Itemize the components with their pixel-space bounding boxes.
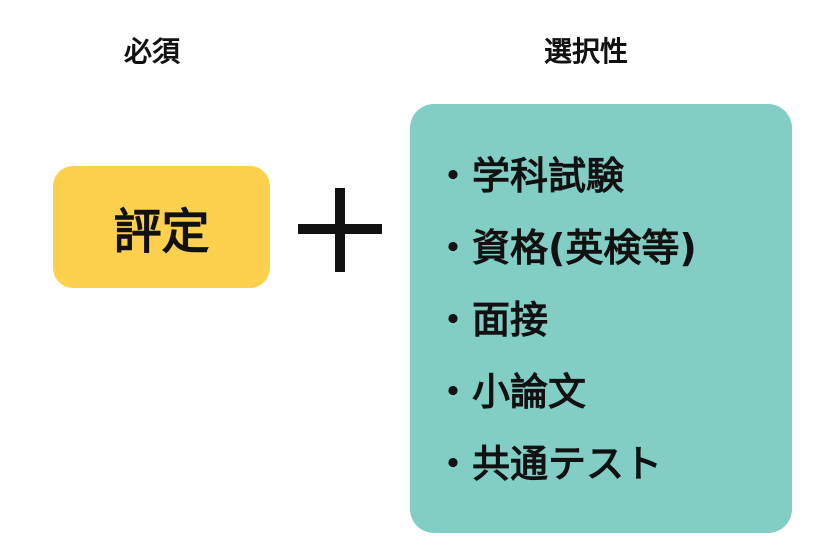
list-item-label: 小論文 xyxy=(472,370,587,414)
list-item-label: 共通テスト xyxy=(472,442,663,486)
required-heading: 必須 xyxy=(123,35,180,68)
optional-box: ・学科試験 ・資格(英検等) ・面接 ・小論文 ・共通テスト xyxy=(410,104,792,533)
list-item: ・学科試験 xyxy=(434,140,697,212)
bullet: ・ xyxy=(434,298,473,342)
bullet: ・ xyxy=(434,154,473,198)
list-item: ・面接 xyxy=(434,284,697,356)
list-item-label: 資格(英検等) xyxy=(472,226,697,270)
bullet: ・ xyxy=(434,226,473,270)
list-item: ・小論文 xyxy=(434,356,697,428)
optional-heading: 選択性 xyxy=(543,35,628,68)
bullet: ・ xyxy=(434,442,473,486)
list-item: ・資格(英検等) xyxy=(434,212,697,284)
plus-icon xyxy=(298,188,382,272)
required-item: 評定 xyxy=(113,204,210,260)
list-item-label: 面接 xyxy=(472,298,549,342)
required-box: 評定 xyxy=(53,166,270,288)
bullet: ・ xyxy=(434,370,473,414)
list-item: ・共通テスト xyxy=(434,428,697,500)
list-item-label: 学科試験 xyxy=(472,154,625,198)
optional-list: ・学科試験 ・資格(英検等) ・面接 ・小論文 ・共通テスト xyxy=(434,140,697,500)
